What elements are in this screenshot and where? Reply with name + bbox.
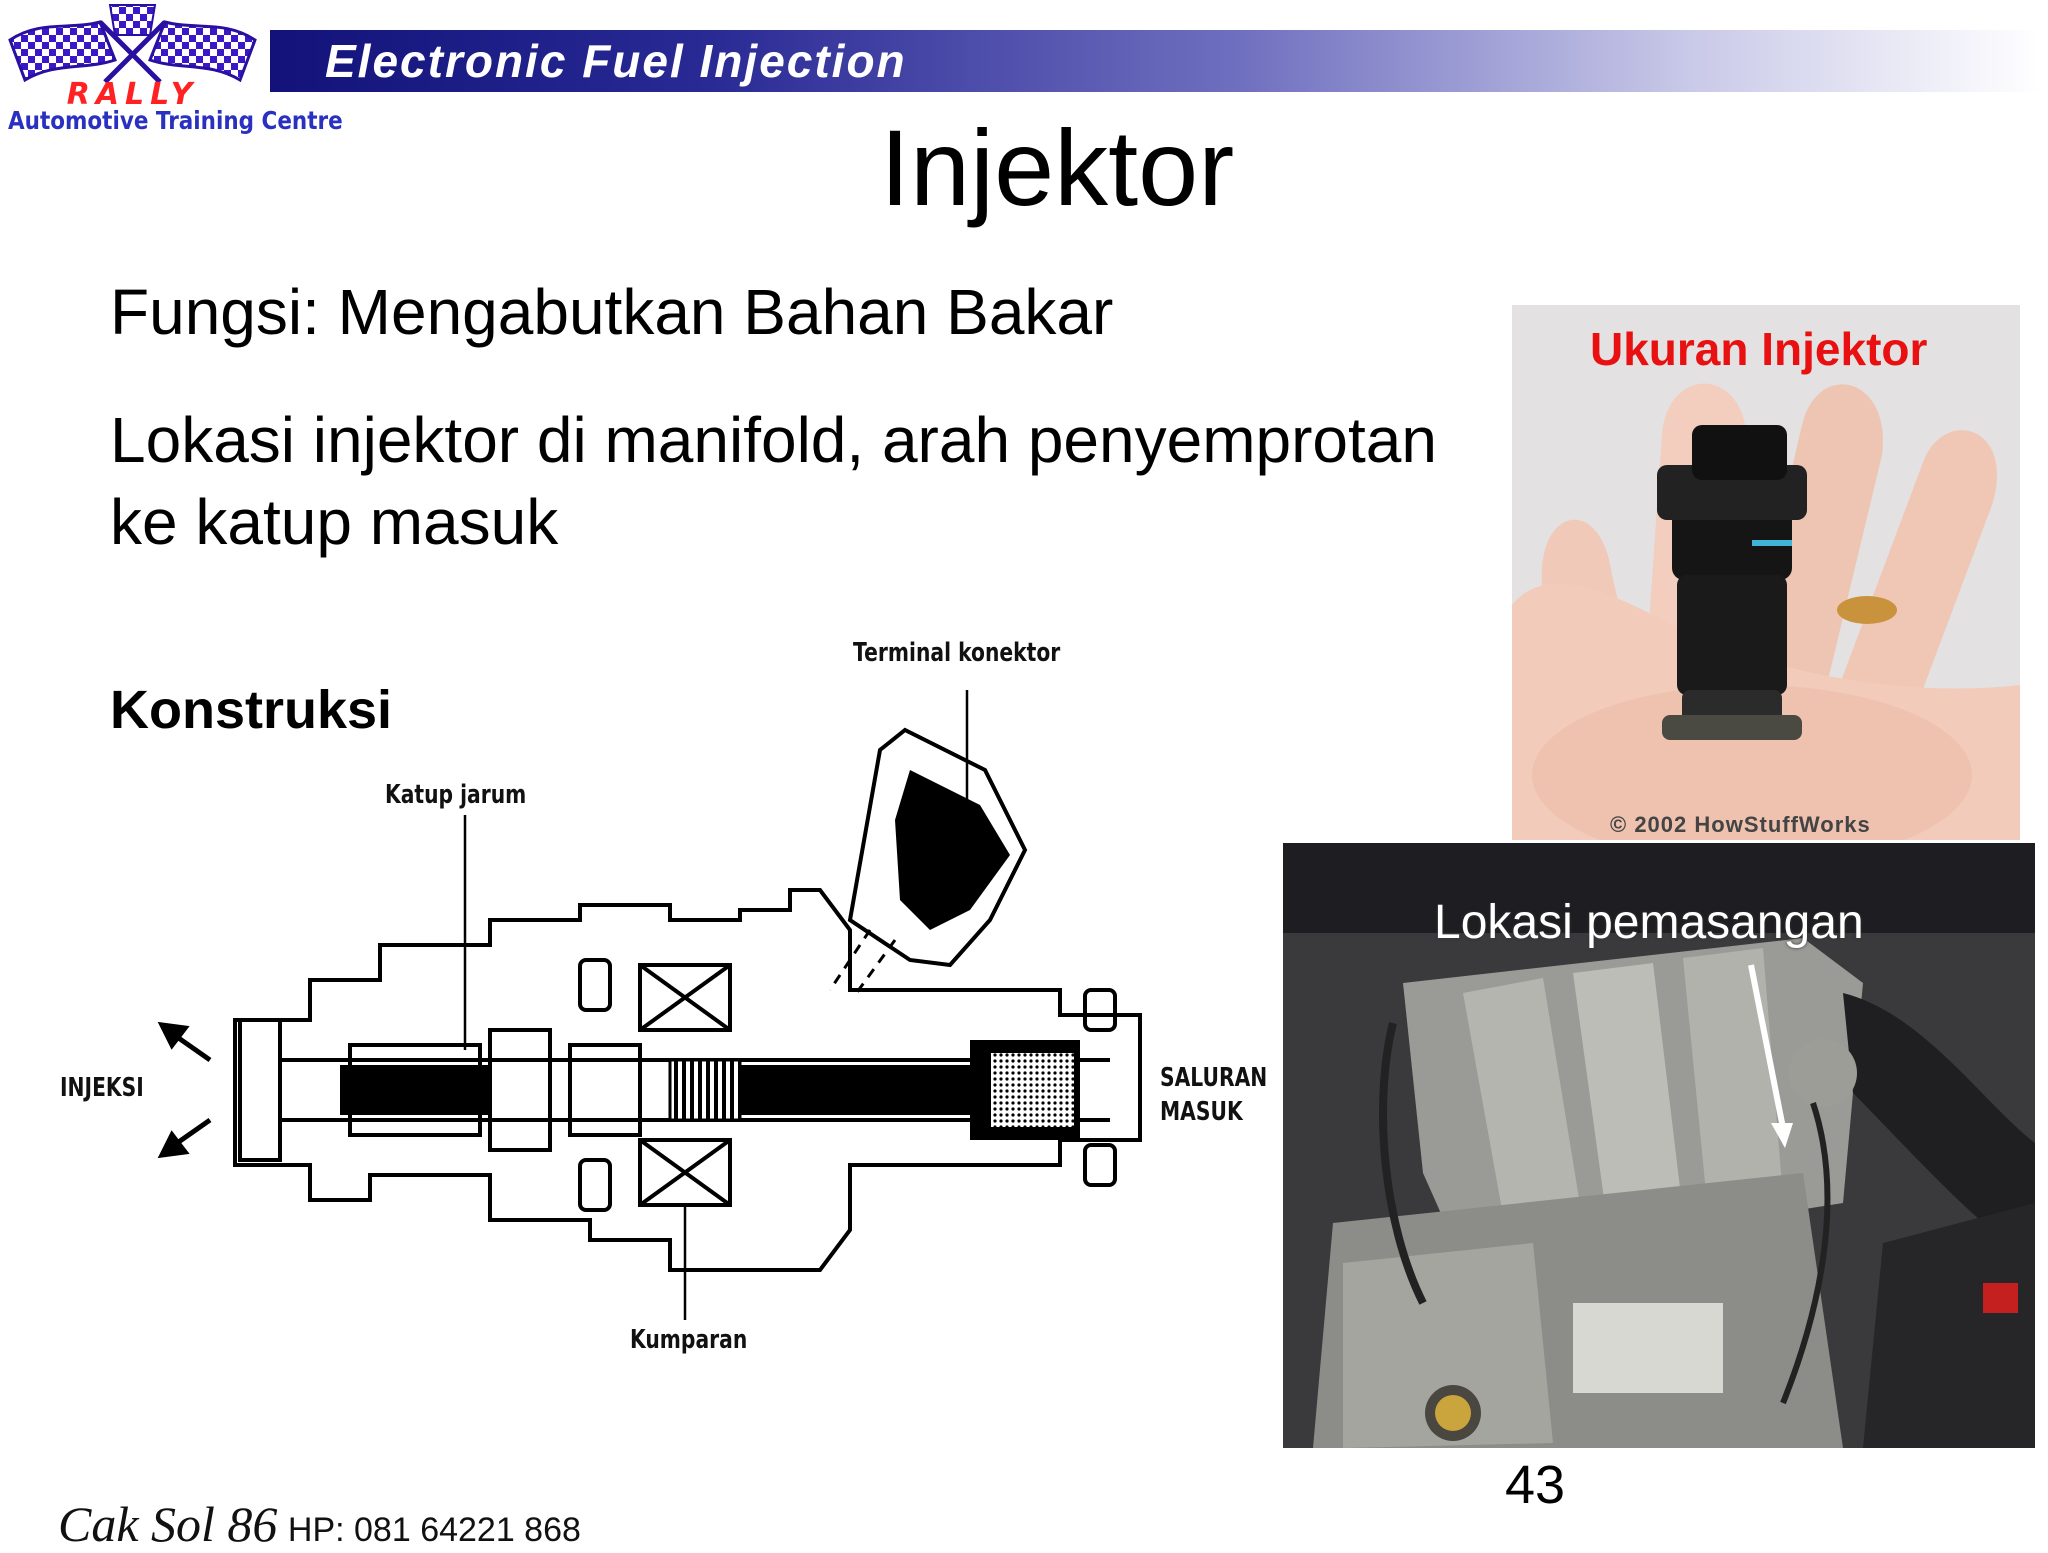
function-text: Fungsi: Mengabutkan Bahan Bakar [110,276,1114,348]
page-title: Injektor [880,107,1235,228]
diagram-label-inlet-line1: SALURAN [1160,1063,1268,1093]
diagram-label-needle-valve: Katup jarum [385,780,527,810]
hand-photo-copyright: © 2002 HowStuffWorks [1610,812,1871,837]
logo-subtitle: Automotive Training Centre [8,106,343,135]
connector-solid [895,770,1010,930]
diagram-label-terminal: Terminal konektor [853,638,1061,668]
logo-brand: RALLY [66,77,199,112]
injector-diagram: Terminal konektor Katup jarum INJEKSI SA… [50,620,1290,1370]
construction-heading: Konstruksi [110,680,393,740]
hand-photo-drawing [1512,305,2020,840]
engine-bay-photo [1283,843,2035,1448]
rally-logo [0,0,265,140]
header-band [270,30,2040,92]
engine-photo-drawing [1283,843,2035,1448]
footer: Cak Sol 86 HP: 081 64221 868 [58,1495,581,1553]
location-text-line1: Lokasi injektor di manifold, arah penyem… [110,404,1437,476]
location-text-line2: ke katup masuk [110,486,559,558]
diagram-label-injection: INJEKSI [60,1073,144,1103]
injector-cross-section-drawing [157,690,1142,1320]
page-number: 43 [1505,1455,1566,1515]
footer-phone: HP: 081 64221 868 [287,1511,581,1549]
checkered-flags-icon [8,4,257,84]
engine-photo-caption: Lokasi pemasangan [1434,896,1864,949]
diagram-label-coil: Kumparan [630,1325,748,1355]
footer-author: Cak Sol 86 [58,1496,278,1552]
hand-photo-caption: Ukuran Injektor [1590,323,1928,375]
header-title: Electronic Fuel Injection [325,35,907,87]
diagram-label-inlet-line2: MASUK [1160,1097,1243,1127]
injector-hand-photo [1512,305,2020,840]
